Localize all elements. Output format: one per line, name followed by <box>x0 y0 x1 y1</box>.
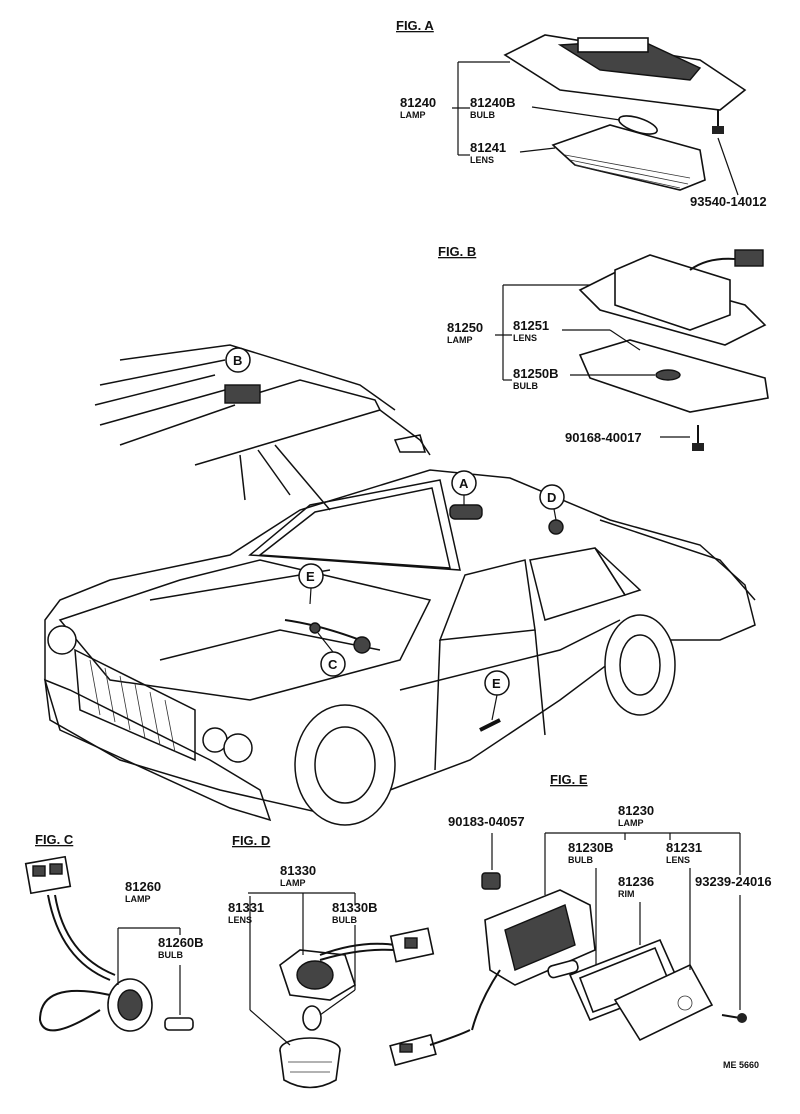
fig-b-lamp-number: 81250 <box>447 320 483 335</box>
fig-a-lens <box>551 124 706 191</box>
callout-b: B <box>225 347 251 373</box>
fig-e-rim-label: RIM <box>618 889 635 899</box>
fig-a-screw <box>712 110 724 134</box>
fig-e-lens <box>613 963 714 1042</box>
roof-detail <box>94 344 431 511</box>
car-illustration <box>43 344 756 826</box>
fig-b-screw-number: 90168-40017 <box>565 430 642 445</box>
fig-b-lamp-body <box>578 249 767 346</box>
fig-e-lamp-number: 81230 <box>618 803 654 818</box>
fig-d-lens <box>279 1037 341 1089</box>
fig-c-lamp-number: 81260 <box>125 879 161 894</box>
fig-a-bulb-label: BULB <box>470 110 495 120</box>
fig-b-bulb-number: 81250B <box>513 366 559 381</box>
fig-a: FIG. A 81240 LAMP 81240B BUL <box>396 18 767 209</box>
fig-a-bulb-number: 81240B <box>470 95 516 110</box>
fig-b-lens-label: LENS <box>513 333 537 343</box>
fig-c-connector <box>24 855 72 895</box>
drawing-code: ME 5660 <box>723 1060 759 1070</box>
fig-c-bulb <box>164 1017 194 1031</box>
callout-e2-letter: E <box>492 676 501 691</box>
callout-b-letter: B <box>233 353 242 368</box>
fig-c-bulb-label: BULB <box>158 950 183 960</box>
callout-c: C <box>317 632 346 677</box>
fig-d-connector <box>389 927 435 963</box>
fig-a-lamp-number: 81240 <box>400 95 436 110</box>
fig-e-connector <box>389 1033 437 1067</box>
fig-b: FIG. B 81250 LAMP 81251 LENS 81250B BULB… <box>438 244 769 451</box>
fig-c-lamp-label: LAMP <box>125 894 151 904</box>
callout-a-letter: A <box>459 476 469 491</box>
fig-d-lens-label: LENS <box>228 915 252 925</box>
fig-d-lens-number: 81331 <box>228 900 264 915</box>
callout-d: D <box>539 484 565 521</box>
fig-b-bulb-label: BULB <box>513 381 538 391</box>
fig-e-bulb-label: BULB <box>568 855 593 865</box>
fig-a-lamp-label: LAMP <box>400 110 426 120</box>
fig-d: FIG. D 81330 LAMP 81331 LENS 81330B <box>228 833 435 1089</box>
fig-e: FIG. E <box>389 772 772 1067</box>
fig-b-lens <box>578 339 769 413</box>
fig-b-lens-number: 81251 <box>513 318 549 333</box>
fig-c: FIG. C 81260 LAMP 81260B BULB <box>24 832 204 1032</box>
fig-b-screw <box>692 425 704 451</box>
fig-e-clip-number: 90183-04057 <box>448 814 525 829</box>
fig-d-bulb <box>302 1005 322 1031</box>
fig-b-title: FIG. B <box>438 244 476 259</box>
fig-d-bulb-label: BULB <box>332 915 357 925</box>
callout-e1: E <box>298 563 324 605</box>
fig-b-lamp-label: LAMP <box>447 335 473 345</box>
fig-e-lens-label: LENS <box>666 855 690 865</box>
fig-e-screw <box>721 1013 747 1023</box>
fig-e-clip <box>481 872 501 890</box>
callout-d-letter: D <box>547 490 556 505</box>
fig-d-lamp-number: 81330 <box>280 863 316 878</box>
fig-c-bulb-number: 81260B <box>158 935 204 950</box>
callout-c-letter: C <box>328 657 338 672</box>
fig-d-title: FIG. D <box>232 833 270 848</box>
fig-a-lens-number: 81241 <box>470 140 506 155</box>
fig-d-lamp-label: LAMP <box>280 878 306 888</box>
callout-e2: E <box>484 670 510 721</box>
fig-e-screw-number: 93239-24016 <box>695 874 772 889</box>
fig-e-lens-number: 81231 <box>666 840 702 855</box>
fig-e-lamp-housing <box>484 889 596 986</box>
fig-c-lamp-socket <box>107 978 153 1032</box>
fig-e-title: FIG. E <box>550 772 588 787</box>
fig-e-lamp-label: LAMP <box>618 818 644 828</box>
callout-a: A <box>451 470 477 505</box>
fig-d-lamp-socket <box>279 949 356 1001</box>
callout-e1-letter: E <box>306 569 315 584</box>
fig-a-lamp-housing <box>503 34 747 111</box>
fig-e-bulb-number: 81230B <box>568 840 614 855</box>
fig-e-rim-number: 81236 <box>618 874 654 889</box>
fig-d-bulb-number: 81330B <box>332 900 378 915</box>
fig-a-lens-label: LENS <box>470 155 494 165</box>
fig-a-title: FIG. A <box>396 18 434 33</box>
fig-c-title: FIG. C <box>35 832 74 847</box>
fig-e-bulb <box>547 959 579 979</box>
fig-a-screw-number: 93540-14012 <box>690 194 767 209</box>
